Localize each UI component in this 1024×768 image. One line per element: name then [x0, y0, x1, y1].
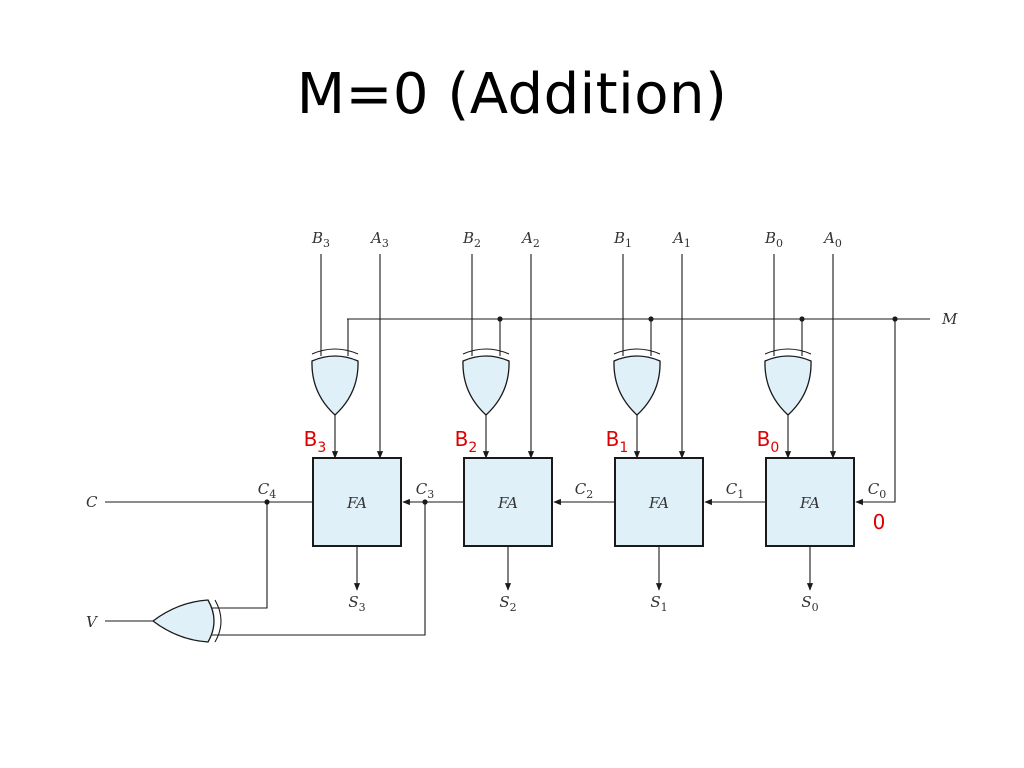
wires [105, 254, 930, 636]
slide-title: M=0 (Addition) [296, 62, 728, 127]
stage-2-full-adder [463, 457, 553, 547]
stage-0-xor-out-label: B0 [757, 427, 780, 456]
stage-0-full-adder [765, 457, 855, 547]
stage-2-xor-gate [462, 355, 510, 416]
stage-1-a-input-label: A1 [671, 229, 691, 250]
stage-2-fa-label: FA [497, 494, 518, 512]
stage-1-b-input-label: B1 [613, 229, 632, 250]
stage-0-xor-gate-extra-arc [764, 348, 812, 355]
mode-label: M [941, 310, 958, 328]
stage-2-b-input-label: B2 [462, 229, 481, 250]
overflow-xor-gate-extra-arc [214, 599, 222, 643]
carry-c3-label: C3 [416, 480, 434, 501]
overflow-xor-gate [151, 599, 215, 643]
stage-0-a-input-label: A0 [822, 229, 842, 250]
stage-2-sum-label: S2 [499, 593, 516, 614]
c3-to-overflow-wire [212, 502, 426, 636]
stage-0-sum-label: S0 [801, 593, 818, 614]
carry-c0-label: C0 [868, 480, 886, 501]
carry-out-label: C [86, 493, 98, 511]
stage-2-xor-gate-extra-arc [462, 348, 510, 355]
carry-in-wire [855, 319, 896, 506]
stage-1-xor-gate-extra-arc [613, 348, 661, 355]
carry-in-value: 0 [873, 510, 886, 534]
stage-0-xor-gate [764, 355, 812, 416]
stage-1-xor-out-label: B1 [606, 427, 629, 456]
carry-c2-label: C2 [575, 480, 593, 501]
stage-3-xor-out-label: B3 [304, 427, 327, 456]
stage-3-b-input-label: B3 [311, 229, 330, 250]
stage-1-xor-gate [613, 355, 661, 416]
gates [151, 348, 855, 643]
overflow-label: V [86, 613, 99, 631]
stage-3-full-adder [312, 457, 402, 547]
stage-2-xor-out-label: B2 [455, 427, 478, 456]
carry-c4-label: C4 [258, 480, 276, 501]
stage-3-xor-gate-extra-arc [311, 348, 359, 355]
stage-3-a-input-label: A3 [369, 229, 389, 250]
stage-1-fa-label: FA [648, 494, 669, 512]
stage-0-fa-label: FA [799, 494, 820, 512]
stage-3-fa-label: FA [346, 494, 367, 512]
c4-to-overflow-wire [212, 502, 268, 609]
carry-c1-label: C1 [726, 480, 744, 501]
stage-1-sum-label: S1 [650, 593, 667, 614]
stage-1-full-adder [614, 457, 704, 547]
stage-2-a-input-label: A2 [520, 229, 540, 250]
stage-3-sum-label: S3 [348, 593, 365, 614]
stage-0-b-input-label: B0 [764, 229, 783, 250]
stage-3-xor-gate [311, 355, 359, 416]
